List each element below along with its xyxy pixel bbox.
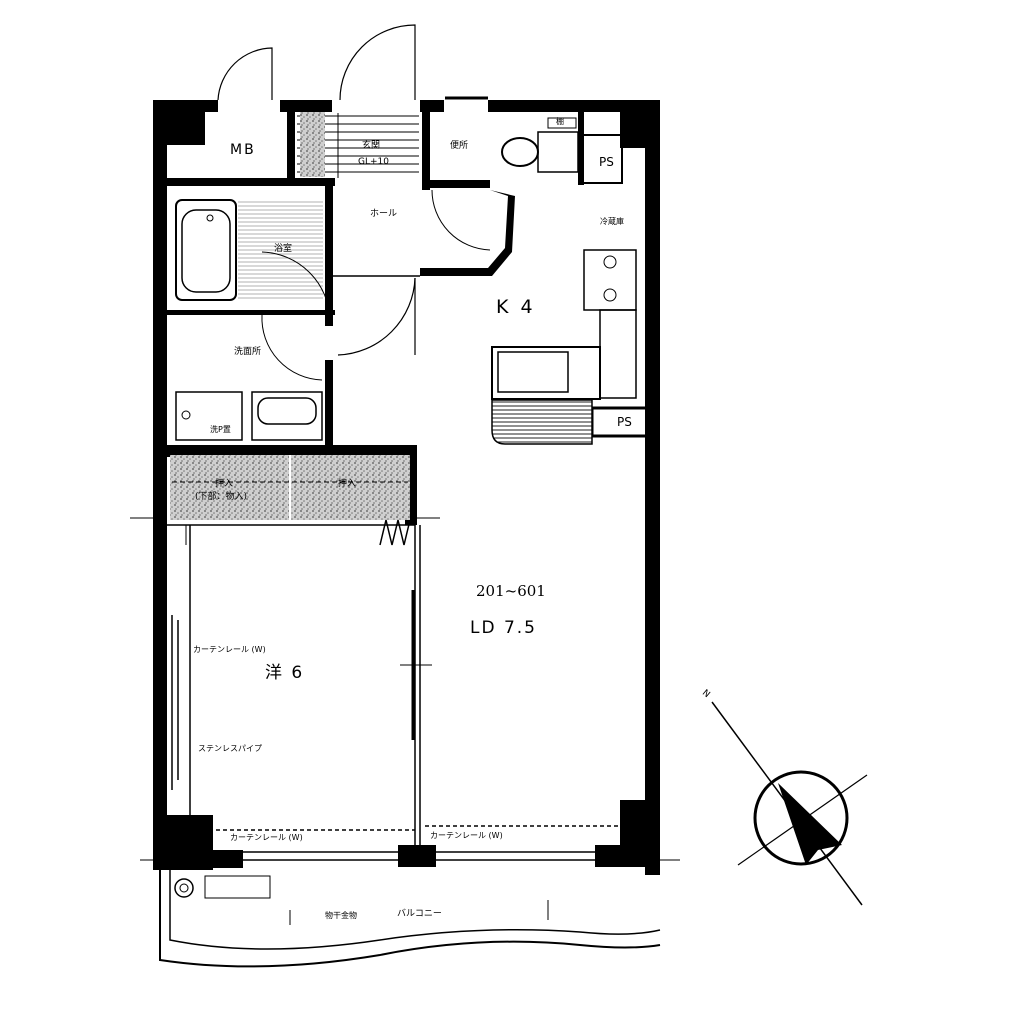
shoe-box xyxy=(300,112,325,177)
fridge-label: 冷蔵庫 xyxy=(600,217,624,226)
genkan-label: 玄関 xyxy=(362,141,381,151)
curtain-rail-bottom-left-label: カーテンレール (W) xyxy=(230,833,303,842)
toilet-shelf xyxy=(547,117,577,129)
burner-icon xyxy=(603,288,617,302)
vanity-basin xyxy=(257,397,317,425)
washer-pan xyxy=(175,391,243,441)
balcony-inner xyxy=(169,870,661,950)
thin-partitions xyxy=(165,275,625,850)
entry-doors xyxy=(217,24,416,356)
closet-left-sub-label: (下部：物入) xyxy=(195,492,248,502)
toilet-bowl xyxy=(501,137,539,167)
bath-floor-tile xyxy=(238,200,323,300)
unit-range-label: 201~601 xyxy=(476,582,546,600)
washer-drain-icon xyxy=(181,410,191,420)
bath-drain-icon xyxy=(206,214,214,222)
balcony-outline xyxy=(159,870,661,968)
closet-folding-door xyxy=(379,519,411,546)
living-label: LD 7.5 xyxy=(470,618,538,638)
dimension-ticks xyxy=(130,517,680,861)
bath-door-swing xyxy=(261,251,331,321)
balcony-drain-icon xyxy=(174,878,194,898)
closet-left-label: 押入 xyxy=(215,479,234,489)
balcony-label: バルコニー xyxy=(397,909,442,919)
south-windows xyxy=(243,851,595,861)
toilet-tank xyxy=(537,131,579,173)
hall-label: ホール xyxy=(370,209,398,219)
genkan-sub-label: GL+10 xyxy=(358,157,389,167)
ps-kitchen-label: PS xyxy=(617,415,632,429)
closet-right-label: 押入 xyxy=(338,479,357,489)
washer-label: 洗P置 xyxy=(210,425,231,434)
dressing-label: 洗面所 xyxy=(234,347,262,357)
mb-label: MB xyxy=(230,142,256,158)
kitchen-label: K 4 xyxy=(496,296,536,318)
bathtub xyxy=(175,199,237,301)
kitchen-counter xyxy=(599,309,637,399)
interior-walls xyxy=(165,100,649,525)
western-room-label: 洋 6 xyxy=(265,663,305,683)
vanity-sink xyxy=(251,391,323,441)
ps-top-label: PS xyxy=(599,155,614,169)
dressing-door-swing xyxy=(261,314,323,381)
hall-wall xyxy=(420,190,515,276)
stainless-pipe-label: ステンレスパイプ xyxy=(198,744,262,753)
kitchen-sink xyxy=(497,351,569,393)
toilet-door-swing xyxy=(431,189,491,251)
balcony-storage-label: 物干金物 xyxy=(325,911,357,920)
kitchen-counter-hatch xyxy=(491,399,593,445)
north-compass-icon xyxy=(711,701,868,906)
bathtub-inner xyxy=(181,209,231,293)
curtain-rail-bottom-right-label: カーテンレール (W) xyxy=(430,831,503,840)
balcony-drain-inner xyxy=(179,883,189,893)
aircon-unit xyxy=(204,875,271,899)
outer-walls xyxy=(153,100,660,875)
bath-label: 浴室 xyxy=(274,244,293,254)
toilet-shelf-label: 棚 xyxy=(556,117,564,126)
curtain-rail-left-label: カーテンレール (W) xyxy=(193,645,266,654)
kitchen-sink-counter xyxy=(491,346,601,400)
burner-icon xyxy=(603,255,617,269)
west-windows xyxy=(159,615,179,790)
toilet-label: 便所 xyxy=(450,141,469,151)
